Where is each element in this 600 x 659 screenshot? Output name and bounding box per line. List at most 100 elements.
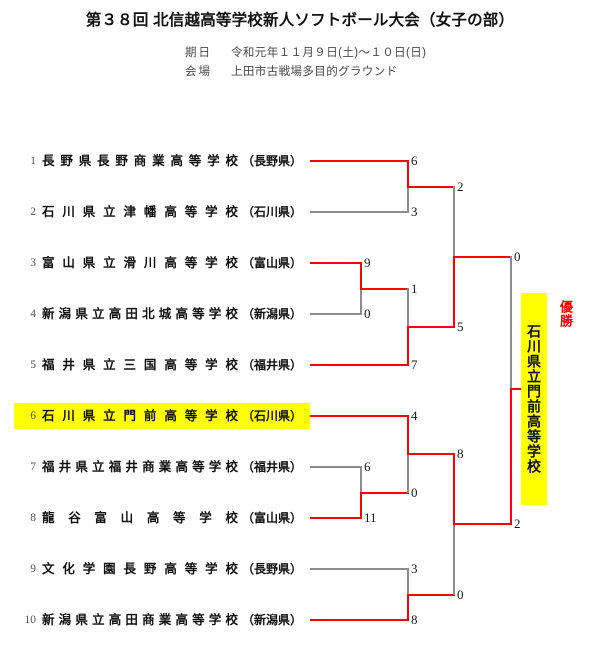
- team-row[interactable]: 7 福井県立福井商業高等学校 （福井県）: [14, 454, 310, 480]
- score-upper-sf: 0: [514, 249, 521, 264]
- bracket-connector-match2-win: [360, 262, 362, 289]
- team-seed: 9: [30, 563, 36, 575]
- team-name: 龍谷富山高等学校: [42, 511, 238, 525]
- team-row-champion[interactable]: 6 石川県立門前高等学校 （石川県）: [14, 403, 310, 429]
- team-prefecture: （新潟県）: [242, 613, 303, 627]
- bracket-line-lower-qf2: [407, 594, 455, 596]
- bracket-connector-match1-lose: [407, 186, 409, 213]
- score-lower-qf1: 8: [457, 446, 464, 461]
- team-row[interactable]: 1 長野県長野商業高等学校 （長野県）: [14, 148, 310, 174]
- bracket-connector-lower-sf-lose: [453, 523, 455, 595]
- bracket-line-seed10: [310, 619, 409, 621]
- score-seed10: 8: [411, 612, 418, 627]
- bracket-connector-upper-sf-win: [453, 256, 455, 328]
- team-seed: 1: [30, 155, 36, 167]
- score-seed1: 6: [411, 153, 418, 168]
- team-prefecture: （長野県）: [242, 562, 303, 576]
- score-seed6: 4: [411, 408, 418, 423]
- score-seed9: 3: [411, 561, 418, 576]
- team-prefecture: （富山県）: [242, 511, 303, 525]
- team-seed: 2: [30, 206, 36, 218]
- meta-row-date: 期日 令和元年１１月９日(土)〜１０日(日): [185, 44, 426, 63]
- score-seed7: 6: [364, 459, 371, 474]
- date-label: 期日: [185, 47, 212, 59]
- team-prefecture: （石川県）: [242, 205, 303, 219]
- score-lower-sf: 2: [514, 516, 521, 531]
- team-name: 石川県立門前高等学校: [42, 409, 238, 423]
- bracket-connector-match2-lose: [360, 288, 362, 315]
- team-prefecture: （長野県）: [242, 154, 303, 168]
- score-seed4: 0: [364, 306, 371, 321]
- score-seed2: 3: [411, 204, 418, 219]
- bracket-connector-match4-lose: [360, 466, 362, 493]
- team-prefecture: （福井県）: [242, 460, 303, 474]
- bracket-line-match4-advance: [360, 492, 409, 494]
- bracket-connector-match3-win: [407, 326, 409, 366]
- team-seed: 4: [30, 308, 36, 320]
- team-row[interactable]: 10 新潟県立高田商業高等学校 （新潟県）: [14, 607, 310, 633]
- team-seed: 7: [30, 461, 36, 473]
- team-prefecture: （新潟県）: [242, 307, 303, 321]
- score-lower-qf-lose: 0: [411, 485, 418, 500]
- score-upper-qf2: 5: [457, 319, 464, 334]
- bracket-line-upper-qf2: [407, 326, 455, 328]
- team-seed: 3: [30, 257, 36, 269]
- team-name: 福井県立三国高等学校: [42, 358, 238, 372]
- score-lower-qf2: 0: [457, 587, 464, 602]
- bracket-line-lower-sf-advance: [453, 523, 512, 525]
- team-name: 富山県立滑川高等学校: [42, 256, 238, 270]
- score-seed3: 9: [364, 255, 371, 270]
- team-prefecture: （福井県）: [242, 358, 303, 372]
- bracket-line-seed1: [310, 160, 409, 162]
- team-prefecture: （石川県）: [242, 409, 303, 423]
- team-name: 長野県長野商業高等学校: [42, 154, 238, 168]
- team-row[interactable]: 9 文化学園長野高等学校 （長野県）: [14, 556, 310, 582]
- bracket-connector-lower-qf-lose: [407, 453, 409, 493]
- bracket-line-seed7: [310, 466, 362, 468]
- team-seed: 8: [30, 512, 36, 524]
- bracket-line-seed4: [310, 313, 362, 315]
- bracket-connector-lower-sf-win: [453, 453, 455, 525]
- bracket-line-match2-advance: [360, 288, 409, 290]
- team-seed: 5: [30, 359, 36, 371]
- score-upper-qf1: 2: [457, 179, 464, 194]
- team-name: 文化学園長野高等学校: [42, 562, 238, 576]
- team-row[interactable]: 3 富山県立滑川高等学校 （富山県）: [14, 250, 310, 276]
- tournament-meta: 期日 令和元年１１月９日(土)〜１０日(日) 会場 上田市古戦場多目的グラウンド: [185, 44, 426, 82]
- bracket-line-upper-sf-advance: [453, 256, 512, 258]
- score-match3-upper: 1: [411, 281, 418, 296]
- team-name: 新潟県立高田北城高等学校: [42, 307, 238, 321]
- date-value: 令和元年１１月９日(土)〜１０日(日): [231, 47, 427, 59]
- bracket-connector-match5-lose: [407, 568, 409, 595]
- venue-label: 会場: [185, 66, 212, 78]
- team-row[interactable]: 5 福井県立三国高等学校 （福井県）: [14, 352, 310, 378]
- bracket-line-lower-qf1: [407, 453, 455, 455]
- page-title: 第３８回 北信越高等学校新人ソフトボール大会（女子の部）: [85, 12, 515, 29]
- bracket-line-upper-qf1: [407, 186, 455, 188]
- team-seed: 10: [24, 614, 37, 626]
- team-row[interactable]: 4 新潟県立高田北城高等学校 （新潟県）: [14, 301, 310, 327]
- bracket-line-seed6: [310, 415, 409, 417]
- team-list: 1 長野県長野商業高等学校 （長野県） 2 石川県立津幡高等学校 （石川県） 3…: [14, 148, 310, 633]
- venue-value: 上田市古戦場多目的グラウンド: [231, 66, 398, 78]
- bracket-line-seed8: [310, 517, 362, 519]
- bracket-connector-match3-lose: [407, 288, 409, 328]
- team-row[interactable]: 8 龍谷富山高等学校 （富山県）: [14, 505, 310, 531]
- team-name: 石川県立津幡高等学校: [42, 205, 238, 219]
- meta-row-venue: 会場 上田市古戦場多目的グラウンド: [185, 63, 426, 82]
- bracket-connector-final-win: [510, 388, 512, 525]
- bracket-line-seed3: [310, 262, 362, 264]
- bracket-connector-match4-win: [360, 492, 362, 519]
- team-name: 新潟県立高田商業高等学校: [42, 613, 238, 627]
- team-name: 福井県立福井商業高等学校: [42, 460, 238, 474]
- champion-name: 石川県立門前高等学校: [526, 324, 542, 474]
- team-seed: 6: [30, 410, 36, 422]
- bracket-connector-match5-win: [407, 594, 409, 621]
- champion-box: 石川県立門前高等学校: [521, 293, 547, 505]
- team-prefecture: （富山県）: [242, 256, 303, 270]
- team-row[interactable]: 2 石川県立津幡高等学校 （石川県）: [14, 199, 310, 225]
- bracket-connector-upper-sf-lose: [453, 186, 455, 258]
- bracket-line-seed5: [310, 364, 409, 366]
- bracket-connector-final-lose: [510, 256, 512, 390]
